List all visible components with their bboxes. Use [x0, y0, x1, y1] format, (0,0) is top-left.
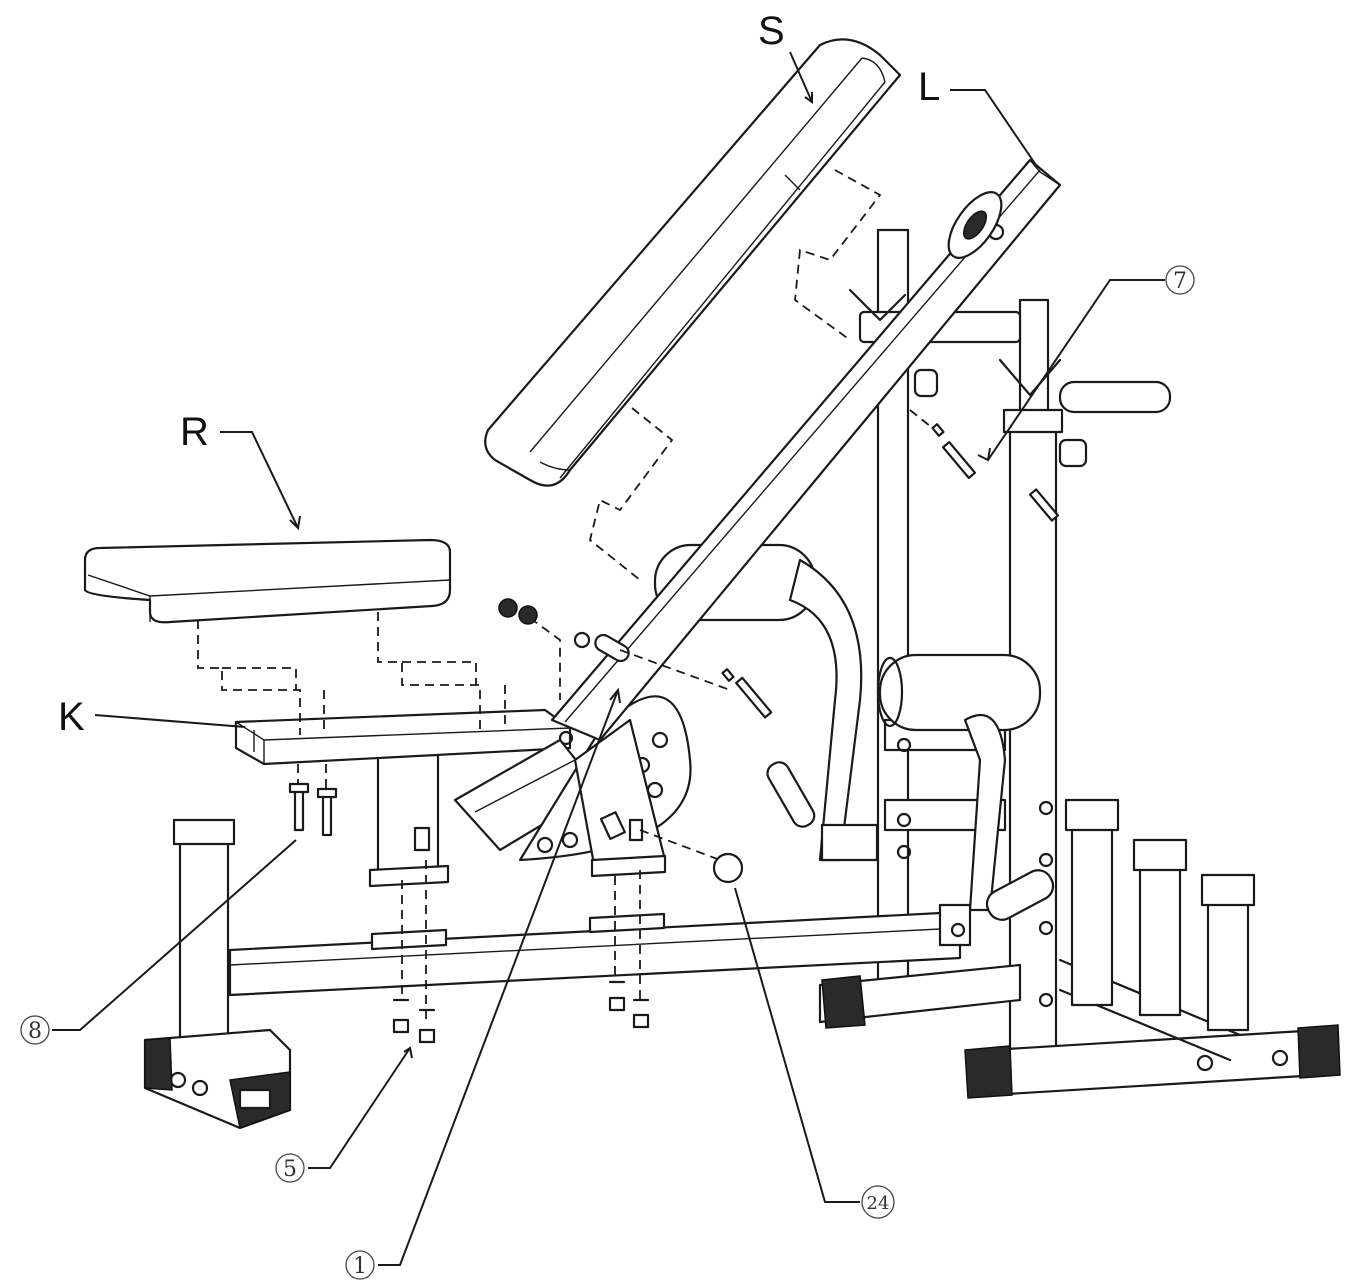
- pivot-plate: [518, 695, 692, 878]
- part-1-callout: 1: [345, 1250, 375, 1280]
- main-base-beam: [228, 903, 972, 997]
- label-R: R: [180, 410, 209, 454]
- part-7-callout: 7: [1165, 265, 1195, 295]
- part-5-callout: 5: [275, 1153, 305, 1183]
- hardware: [288, 423, 1060, 1044]
- seat-frame-K: [234, 708, 602, 852]
- label-L: L: [918, 65, 940, 109]
- seat-pad-R: [83, 538, 452, 624]
- seat-support: [368, 753, 450, 888]
- label-K: K: [58, 695, 85, 739]
- part-24-number: 24: [867, 1193, 890, 1214]
- part-8-callout: 8: [20, 1015, 50, 1045]
- callouts: S L R K 7 8 5 24 1: [20, 9, 1195, 1280]
- back-pad-S: [484, 38, 902, 487]
- part-1-number: 1: [353, 1254, 367, 1279]
- front-leg: [143, 818, 292, 1130]
- part-24-callout: 24: [861, 1185, 895, 1219]
- part-7-number: 7: [1173, 269, 1187, 294]
- label-S: S: [758, 9, 785, 53]
- backrest-rail-L: [550, 158, 1062, 742]
- leader-lines: [52, 51, 1165, 1266]
- part-5-number: 5: [283, 1157, 297, 1182]
- part-8-number: 8: [28, 1019, 42, 1044]
